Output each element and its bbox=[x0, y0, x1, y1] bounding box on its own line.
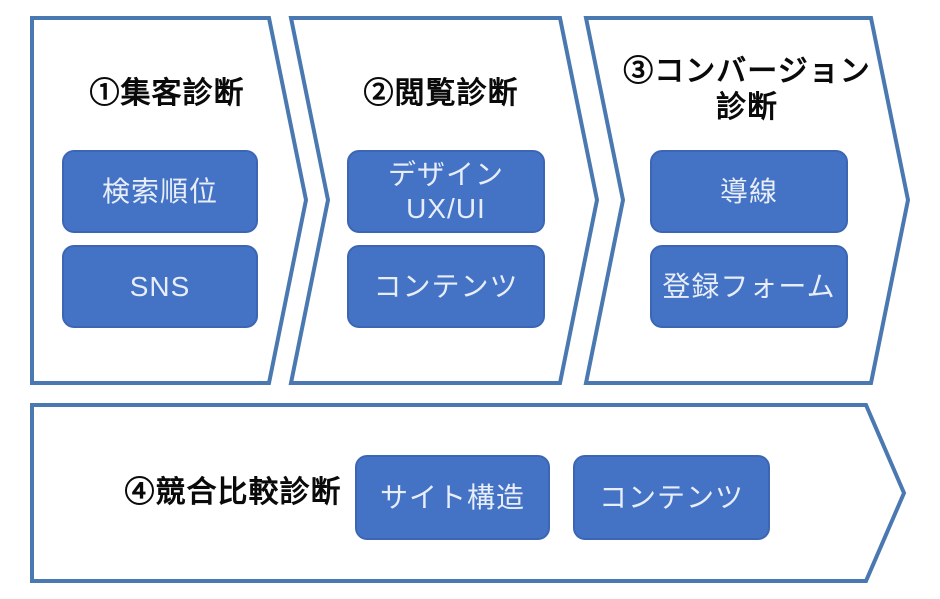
step2-item-content: コンテンツ bbox=[347, 245, 545, 328]
step4-item-site-structure: サイト構造 bbox=[355, 455, 550, 540]
step4-item-content: コンテンツ bbox=[573, 455, 770, 540]
step3-item-user-flow: 導線 bbox=[650, 150, 848, 233]
step2-title: ②閲覧診断 bbox=[363, 77, 519, 110]
step1-item-sns: SNS bbox=[62, 245, 258, 328]
step3-title: ③コンバージョン 診断 bbox=[623, 55, 871, 124]
step1-item-search-ranking: 検索順位 bbox=[62, 150, 258, 233]
step3-item-registration-form: 登録フォーム bbox=[650, 245, 848, 328]
step1-title: ①集客診断 bbox=[89, 77, 245, 110]
step4-title: ④競合比較診断 bbox=[124, 476, 342, 509]
step2-item-design-uxui: デザイン UX/UI bbox=[347, 150, 545, 233]
